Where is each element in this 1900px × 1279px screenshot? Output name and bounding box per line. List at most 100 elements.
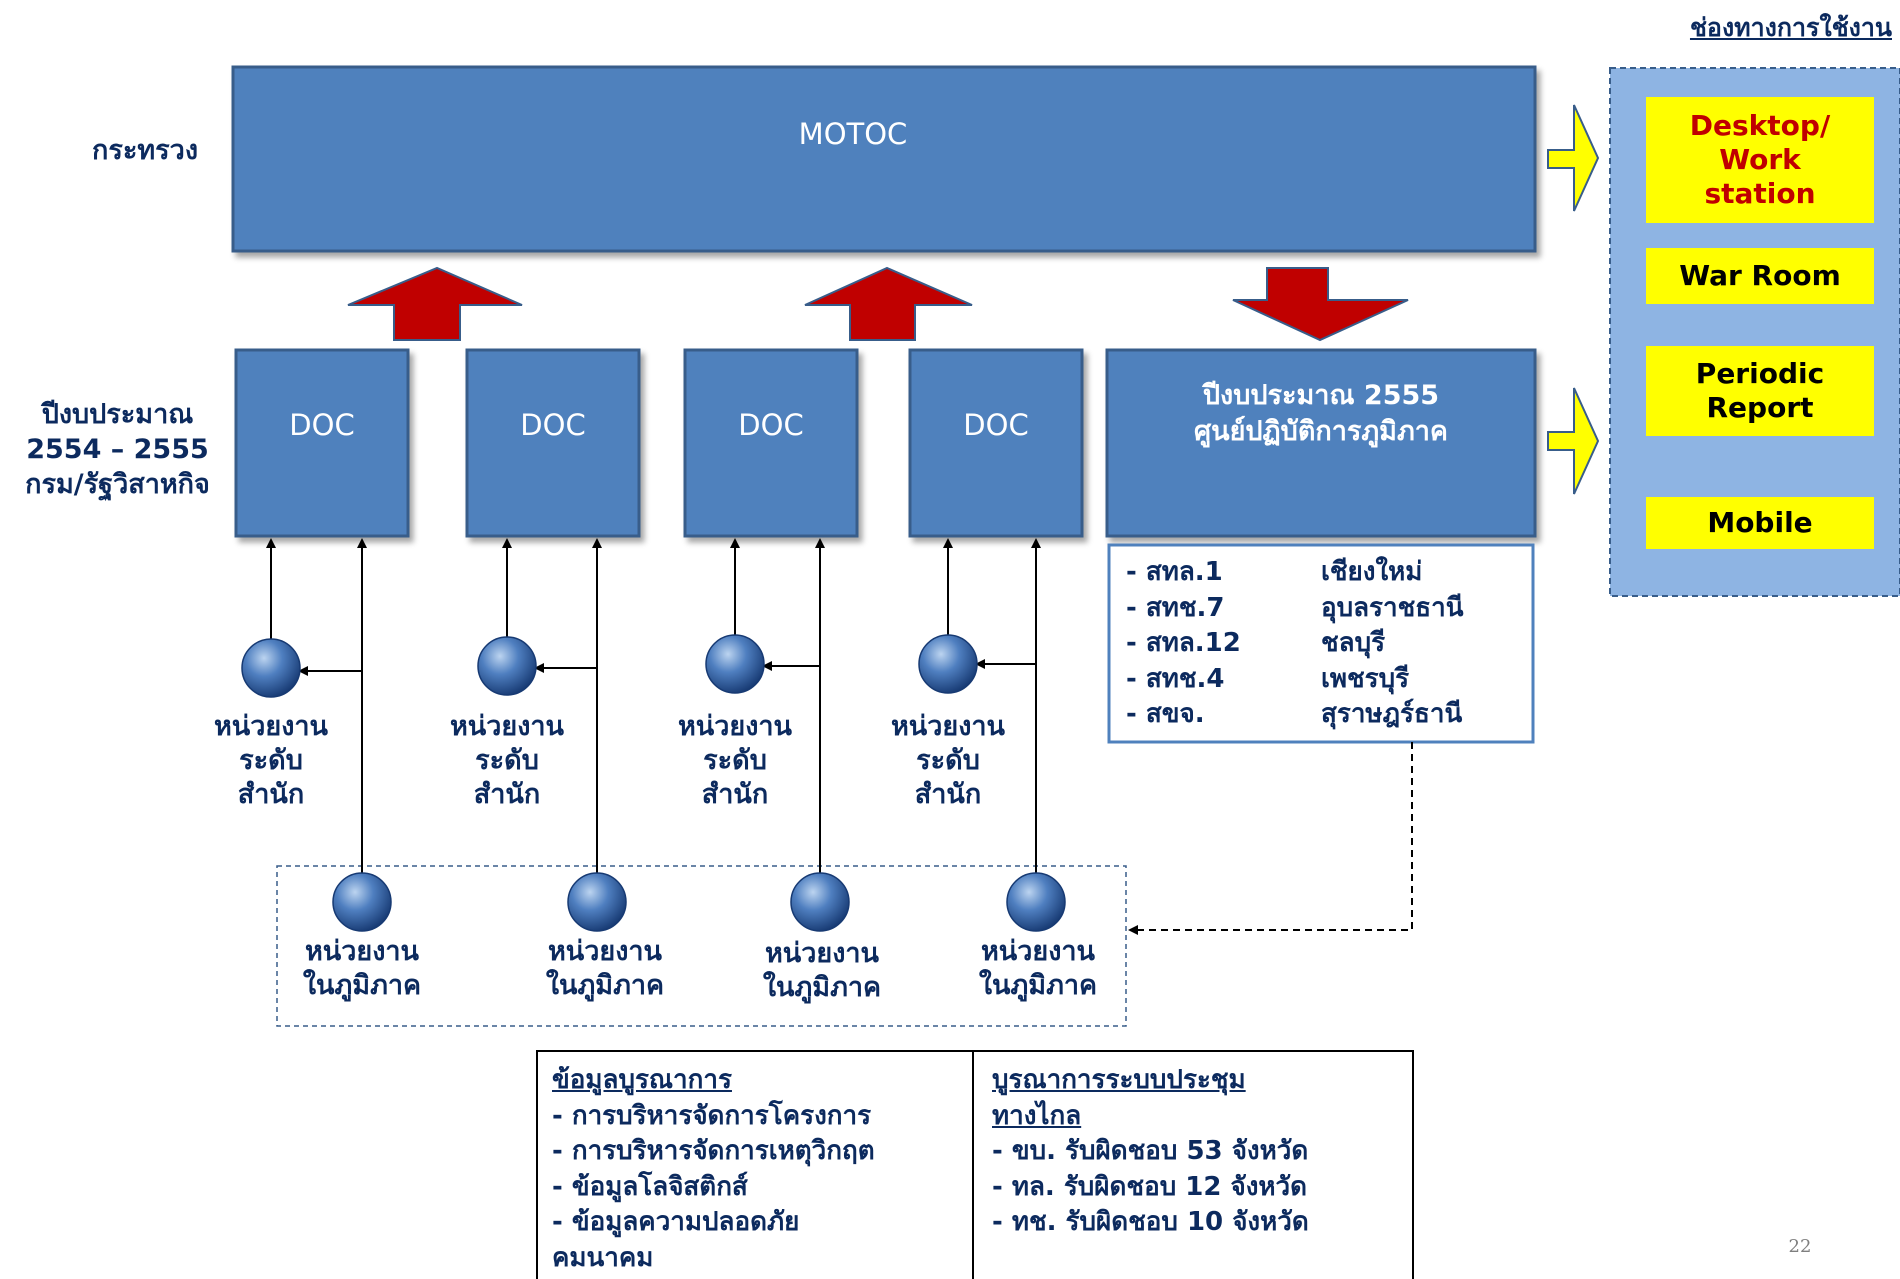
regional-list-item: - สขจ. สุราษฎร์ธานี — [1126, 697, 1526, 733]
ministry-label: กระทรวง — [92, 135, 198, 166]
regional-unit-label-line: หน่วยงาน — [547, 936, 663, 967]
office-unit-label-line: หน่วยงาน — [890, 711, 1006, 742]
integration-item: - ข้อมูลโลจิสติกส์ — [552, 1171, 748, 1202]
down-arrow — [1232, 267, 1409, 342]
motoc-box — [231, 65, 1537, 253]
regional-unit-node-1 — [332, 872, 392, 932]
department-label-line-1: ปีงบประมาณ — [41, 399, 194, 430]
department-label: ปีงบประมาณ 2554 – 2555 กรม/รัฐวิสาหกิจ — [0, 397, 235, 502]
regional-center-label: ปีงบประมาณ 2555 ศูนย์ปฏิบัติการภูมิภาค — [1107, 378, 1535, 450]
regional-code: - สขจ. — [1126, 699, 1205, 729]
office-unit-label-line: ระดับ — [239, 745, 303, 776]
office-unit-node-1 — [241, 638, 301, 698]
doc-label-4: DOC — [963, 408, 1029, 442]
regional-code: - สทช.7 — [1126, 592, 1225, 623]
conference-box — [972, 1050, 1414, 1279]
regional-list-item: - สทช.4 เพชรบุรี — [1126, 662, 1526, 698]
regional-units-region — [276, 865, 1127, 1027]
regional-unit-label-line: หน่วยงาน — [304, 936, 420, 967]
conference-box-content: บูรณาการระบบประชุม ทางไกล - ขบ. รับผิดชอ… — [992, 1063, 1412, 1241]
regional-unit-label-line: ในภูมิภาค — [545, 970, 665, 1001]
channel-mobile: Mobile — [1646, 497, 1874, 549]
regional-unit-label-1: หน่วยงาน ในภูมิภาค — [277, 935, 447, 1003]
integration-item: - ข้อมูลความปลอดภัย — [552, 1207, 800, 1237]
conference-item: - ทล. รับผิดชอบ 12 จังหวัด — [992, 1171, 1308, 1202]
office-unit-node-3 — [705, 634, 765, 694]
connector-group-3 — [730, 538, 825, 874]
channel-periodic-report: Periodic Report — [1646, 346, 1874, 436]
integration-item: - การบริหารจัดการโครงการ — [552, 1100, 872, 1131]
channel-mobile-label: Mobile — [1707, 506, 1813, 539]
regional-city: สุราษฎร์ธานี — [1321, 699, 1463, 729]
department-label-line-3: กรม/รัฐวิสาหกิจ — [25, 469, 210, 500]
integration-box — [536, 1050, 974, 1279]
regional-unit-label-line: หน่วยงาน — [980, 936, 1096, 967]
conference-title-line-1: บูรณาการระบบประชุม — [992, 1065, 1246, 1095]
doc-label-1: DOC — [289, 408, 355, 442]
regional-list-item: - สทล.1 เชียงใหม่ — [1126, 555, 1526, 591]
office-unit-label-line: ระดับ — [475, 745, 539, 776]
doc-box-2 — [465, 348, 641, 538]
up-arrow-2 — [804, 266, 973, 341]
department-label-line-2: 2554 – 2555 — [26, 434, 209, 465]
regional-city: เพชรบุรี — [1321, 663, 1410, 694]
integration-title: ข้อมูลบูรณาการ — [552, 1065, 732, 1095]
channel-war-room-label: War Room — [1679, 259, 1841, 292]
regional-city: อุบลราชธานี — [1321, 592, 1464, 623]
office-unit-label-2: หน่วยงาน ระดับ สำนัก — [427, 710, 587, 812]
regional-unit-node-3 — [790, 872, 850, 932]
doc-box-1 — [234, 348, 410, 538]
channel-periodic-line-2: Report — [1706, 391, 1814, 424]
integration-item: - การบริหารจัดการเหตุวิกฤต — [552, 1136, 875, 1166]
integration-continuation: คมนาคม — [552, 1242, 654, 1273]
motoc-label: MOTOC — [798, 117, 908, 151]
channel-arrow-2 — [1547, 387, 1600, 495]
channel-arrow-1 — [1547, 104, 1600, 212]
office-unit-label-line: ระดับ — [916, 745, 980, 776]
doc-box-3 — [683, 348, 859, 538]
regional-code: - สทล.1 — [1126, 557, 1223, 587]
office-unit-node-2 — [477, 636, 537, 696]
regional-list-item: - สทช.7 อุบลราชธานี — [1126, 591, 1526, 627]
regional-list: - สทล.1 เชียงใหม่ - สทช.7 อุบลราชธานี - … — [1126, 555, 1526, 733]
office-unit-label-line: สำนัก — [914, 779, 982, 810]
regional-code: - สทช.4 — [1126, 663, 1225, 694]
connector-group-2 — [502, 538, 602, 874]
doc-label-2: DOC — [520, 408, 586, 442]
regional-unit-label-line: ในภูมิภาค — [302, 970, 422, 1001]
regional-center-line-2: ศูนย์ปฏิบัติการภูมิภาค — [1194, 416, 1448, 447]
office-unit-label-1: หน่วยงาน ระดับ สำนัก — [191, 710, 351, 812]
office-unit-label-line: หน่วยงาน — [677, 711, 793, 742]
conference-item: - ขบ. รับผิดชอบ 53 จังหวัด — [992, 1136, 1309, 1166]
regional-unit-label-line: ในภูมิภาค — [978, 970, 1098, 1001]
channel-periodic-line-1: Periodic — [1695, 357, 1825, 390]
channel-war-room: War Room — [1646, 248, 1874, 304]
regional-list-item: - สทล.12 ชลบุรี — [1126, 626, 1526, 662]
regional-unit-node-4 — [1006, 872, 1066, 932]
connector-group-4 — [943, 538, 1041, 874]
office-unit-label-3: หน่วยงาน ระดับ สำนัก — [655, 710, 815, 812]
regional-unit-label-2: หน่วยงาน ในภูมิภาค — [520, 935, 690, 1003]
regional-code: - สทล.12 — [1126, 628, 1241, 658]
office-unit-label-line: สำนัก — [237, 779, 305, 810]
regional-unit-label-4: หน่วยงาน ในภูมิภาค — [953, 935, 1123, 1003]
conference-item: - ทช. รับผิดชอบ 10 จังหวัด — [992, 1207, 1309, 1237]
usage-channels-title: ช่องทางการใช้งาน — [1689, 13, 1892, 42]
regional-unit-label-line: ในภูมิภาค — [762, 972, 882, 1003]
connector-group-1 — [266, 538, 367, 874]
channel-desktop-line-2: Work — [1719, 143, 1801, 176]
office-unit-label-line: หน่วยงาน — [213, 711, 329, 742]
channel-desktop-line-1: Desktop/ — [1689, 109, 1831, 142]
regional-unit-label-3: หน่วยงาน ในภูมิภาค — [737, 937, 907, 1005]
regional-city: ชลบุรี — [1321, 628, 1386, 658]
office-unit-label-4: หน่วยงาน ระดับ สำนัก — [868, 710, 1028, 812]
channel-desktop-workstation: Desktop/ Work station — [1646, 97, 1874, 223]
doc-box-4 — [908, 348, 1084, 538]
office-unit-node-4 — [918, 634, 978, 694]
regional-unit-node-2 — [567, 872, 627, 932]
office-unit-label-line: หน่วยงาน — [449, 711, 565, 742]
regional-list-box — [1107, 543, 1535, 744]
regional-center-box — [1105, 348, 1537, 538]
regional-center-line-1: ปีงบประมาณ 2555 — [1202, 380, 1440, 411]
channel-desktop-line-3: station — [1704, 177, 1816, 210]
